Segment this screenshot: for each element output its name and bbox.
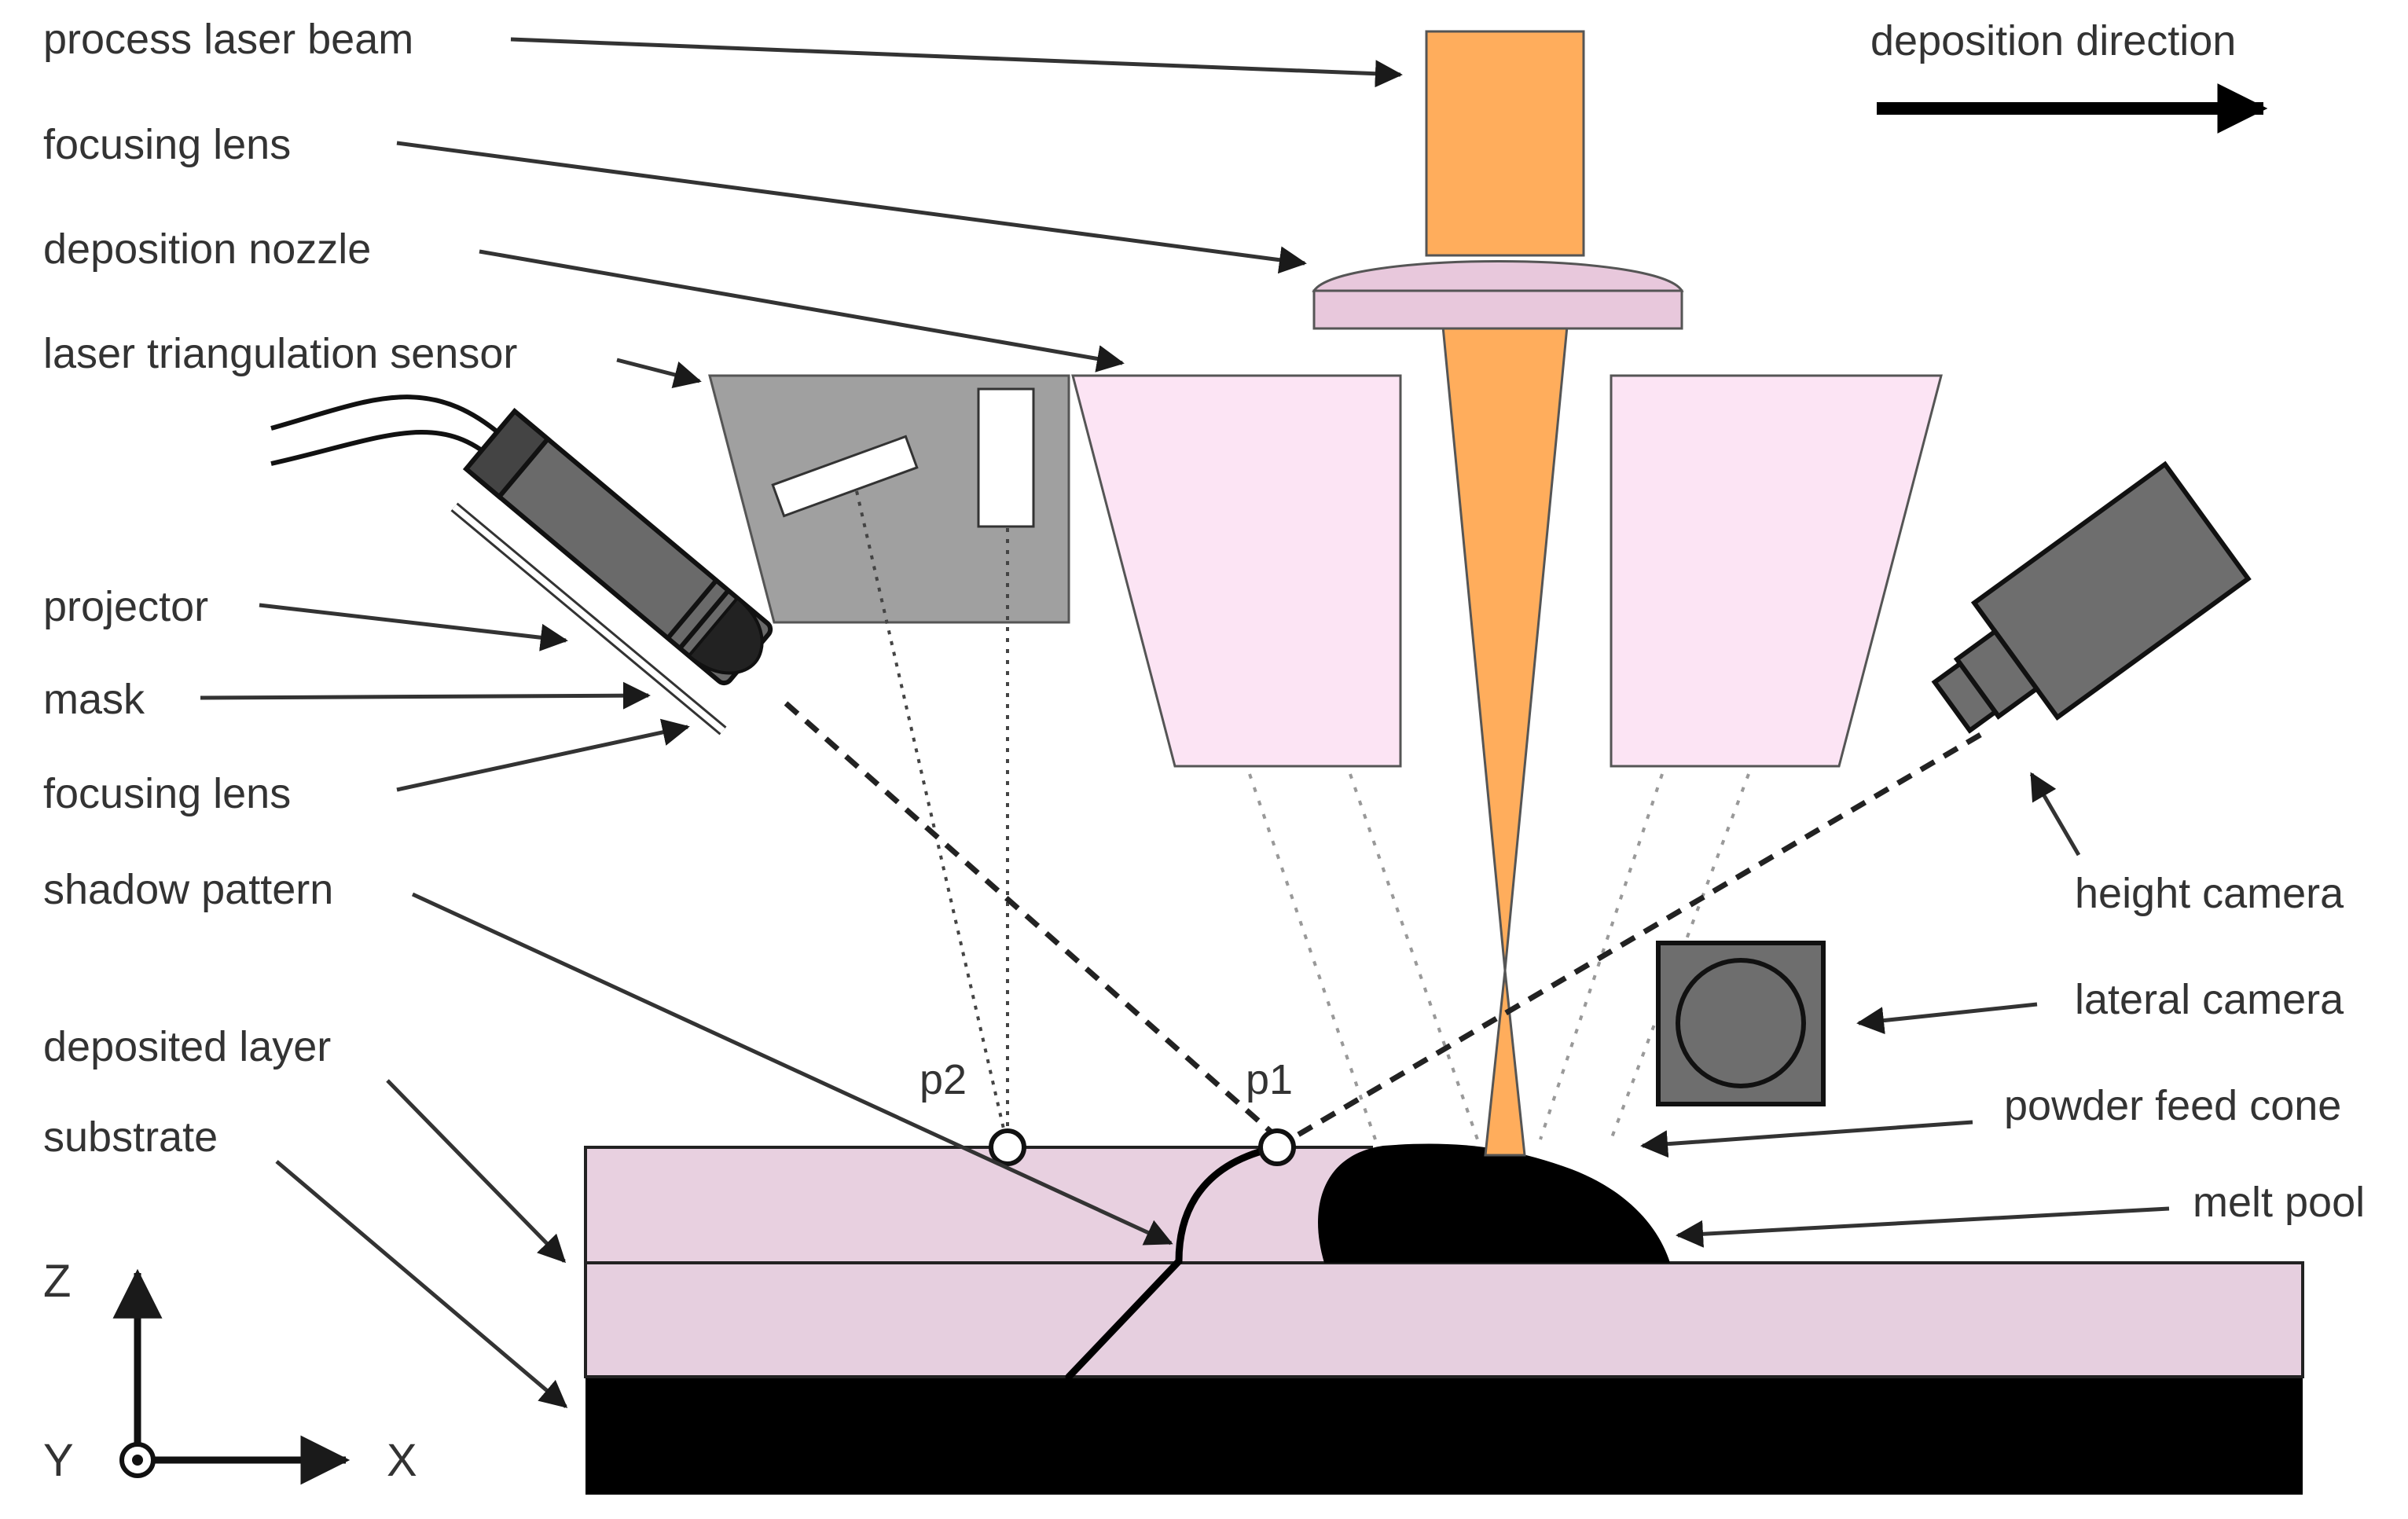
label-laser-triangulation-sensor: laser triangulation sensor xyxy=(43,330,517,377)
focusing-lens-top xyxy=(1312,260,1684,292)
laser-beam-cone xyxy=(1441,317,1569,971)
point-p1 xyxy=(1258,1128,1296,1166)
label-substrate: substrate xyxy=(43,1114,218,1161)
axis-z-label: Z xyxy=(43,1256,71,1307)
label-mask: mask xyxy=(43,676,145,723)
label-focusing-lens-top: focusing lens xyxy=(43,121,291,168)
sensor-detector-window xyxy=(977,387,1035,528)
leader-lines xyxy=(200,37,2170,1408)
laser-beam-upper xyxy=(1425,30,1585,257)
point-p1-label: p1 xyxy=(1246,1056,1293,1103)
sensor-beam-lines xyxy=(855,490,1009,1147)
base-plate xyxy=(585,1377,2303,1495)
deposition-nozzle-left xyxy=(1071,374,1402,768)
powder-feed-cone xyxy=(1248,773,1750,1140)
projector-cable xyxy=(270,394,509,466)
substrate-layer xyxy=(584,1261,2304,1378)
axis-x-label: X xyxy=(387,1435,417,1486)
height-camera xyxy=(1931,460,2252,734)
projector xyxy=(462,408,773,686)
label-projector: projector xyxy=(43,583,208,630)
axis-y-label: Y xyxy=(43,1435,74,1486)
label-lateral-camera: lateral camera xyxy=(2075,976,2344,1023)
coordinate-axes xyxy=(112,1268,351,1485)
label-deposition-direction: deposition direction xyxy=(1870,17,2236,64)
sensor-emitter-window xyxy=(771,435,919,518)
label-focusing-lens-projector: focusing lens xyxy=(43,770,291,817)
label-powder-feed-cone: powder feed cone xyxy=(2004,1082,2341,1129)
label-deposition-nozzle: deposition nozzle xyxy=(43,226,371,273)
laser-beam-lower xyxy=(1484,970,1526,1157)
height-camera-sightline xyxy=(1295,732,1982,1139)
shadow-pattern-curve xyxy=(1065,1143,1281,1381)
label-shadow-pattern: shadow pattern xyxy=(43,866,333,913)
melt-pool xyxy=(1318,1143,1670,1263)
label-deposited-layer: deposited layer xyxy=(43,1023,331,1070)
projector-mask xyxy=(450,502,727,736)
focusing-lens-top-base xyxy=(1312,289,1683,330)
label-height-camera: height camera xyxy=(2075,870,2344,917)
deposited-layer xyxy=(584,1146,1373,1264)
point-p2 xyxy=(989,1128,1026,1166)
deposition-nozzle-right xyxy=(1610,374,1943,768)
lateral-camera-lens xyxy=(1676,958,1806,1088)
label-process-laser-beam: process laser beam xyxy=(43,16,413,63)
point-p2-label: p2 xyxy=(920,1056,967,1103)
label-melt-pool: melt pool xyxy=(2193,1179,2365,1226)
projector-beam-line xyxy=(784,701,1273,1134)
